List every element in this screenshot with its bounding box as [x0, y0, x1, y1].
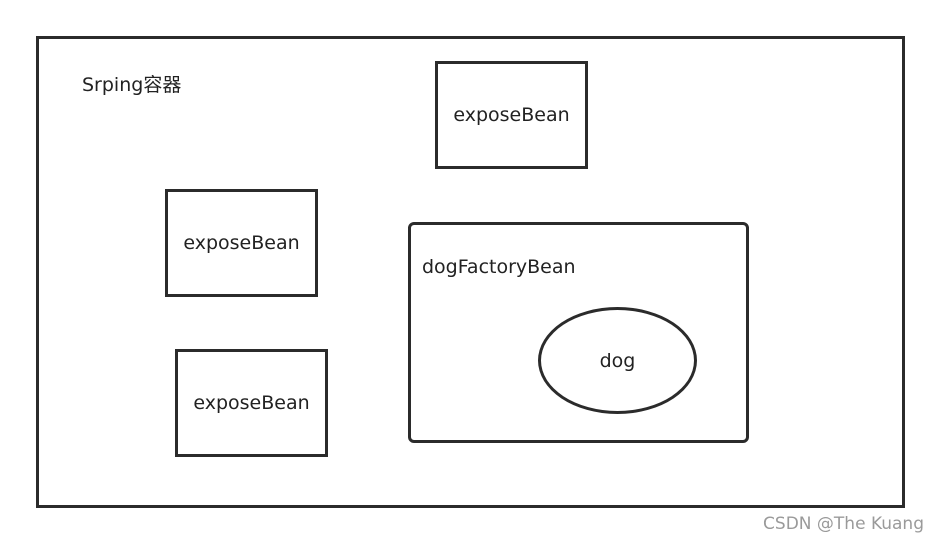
expose-bean-box-top: exposeBean	[435, 61, 588, 169]
dog-factory-bean-label: dogFactoryBean	[422, 256, 576, 278]
expose-bean-box-bottom: exposeBean	[175, 349, 328, 457]
dog-ellipse: dog	[538, 307, 697, 414]
spring-container-label: Srping容器	[82, 74, 182, 96]
expose-bean-label: exposeBean	[183, 232, 300, 254]
expose-bean-label: exposeBean	[193, 392, 310, 414]
watermark-text: CSDN @The Kuang	[763, 514, 924, 534]
dog-label: dog	[599, 349, 636, 372]
expose-bean-label: exposeBean	[453, 104, 570, 126]
expose-bean-box-middle: exposeBean	[165, 189, 318, 297]
